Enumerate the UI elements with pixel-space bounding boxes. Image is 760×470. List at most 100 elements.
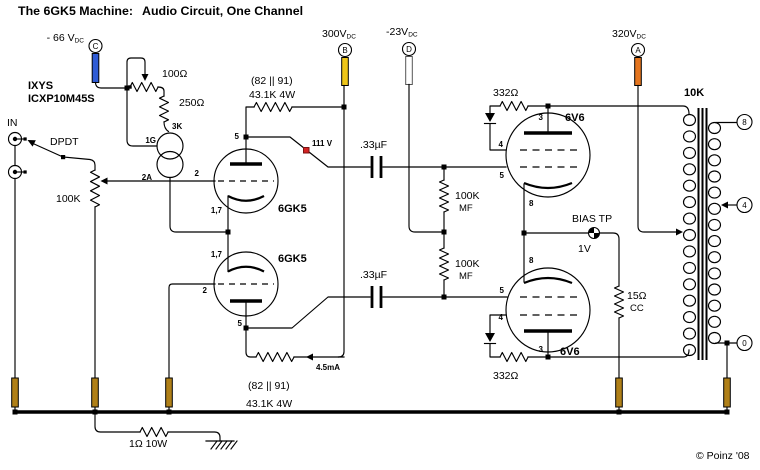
bias-divider: 100K MF 100K MF <box>438 166 480 298</box>
bias-tp-label: BIAS TP <box>572 213 612 225</box>
center-tap-arrow-icon <box>676 228 683 236</box>
cathode-arc <box>523 276 573 285</box>
pin-label: 3 <box>539 113 544 122</box>
secondary-tap-8 <box>736 113 753 131</box>
credit-label: © Poinz '08 <box>696 450 750 462</box>
pin-label: 5 <box>500 286 505 295</box>
grid-resistor <box>438 247 450 281</box>
wire <box>337 84 345 358</box>
trim-pot-label: 100Ω <box>162 68 188 80</box>
tap-0-label: 0 <box>742 339 747 348</box>
output-transformer: 10K 8 4 0 <box>682 87 753 413</box>
wire <box>245 296 371 329</box>
pin-label: 5 <box>235 132 240 141</box>
bias-test-point-icon <box>588 227 594 233</box>
wire <box>637 84 677 233</box>
current-arrow-icon <box>306 353 313 361</box>
grid-resistor-label: 100K <box>455 258 480 270</box>
plate-load-resistor <box>255 351 295 363</box>
plate-load-resistor <box>253 101 293 113</box>
supply-d-terminal: -23VDC D <box>386 26 445 233</box>
cathode-network: BIAS TP 1V 15Ω CC <box>523 183 647 413</box>
wire <box>126 87 158 147</box>
supply-a-bar <box>634 57 642 86</box>
wire <box>168 283 216 413</box>
diode-icon <box>485 333 495 342</box>
device-brand-label: IXYS <box>28 80 53 92</box>
safety-resistor <box>139 426 169 438</box>
rca-jack-bottom-icon <box>7 164 27 180</box>
plate-load-value: 43.1K 4W <box>246 398 292 410</box>
terminal-c <box>88 38 103 54</box>
wire <box>169 176 227 233</box>
screen-resistor-label: 332Ω <box>493 370 519 382</box>
pin-label: 4 <box>499 313 504 322</box>
tube-type-label: 6GK5 <box>278 253 307 265</box>
tap-arrow-icon <box>721 201 728 209</box>
coupling-cap-label: .33µF <box>360 139 387 151</box>
cathode-arc <box>227 265 265 273</box>
volume-pot-label: 100K <box>56 193 81 205</box>
diode-icon <box>485 113 495 122</box>
supply-b-terminal: 300VDC B <box>322 28 356 358</box>
screen-resistor <box>499 351 529 363</box>
junction-dot <box>128 85 132 89</box>
coupling-cap-label: .33µF <box>360 269 387 281</box>
current-source-icon <box>156 132 184 160</box>
supply-b-bar <box>341 57 349 86</box>
output-stage-top: 3 8 5 4 6V6 332Ω <box>483 87 690 208</box>
rca-jack-top-icon <box>7 131 27 147</box>
secondary-winding <box>707 121 722 345</box>
secondary-tap-4 <box>736 196 753 214</box>
driver-stage: 5 5 2 2 1,7 1,7 6GK5 6GK5 (82 || 91) 43.… <box>168 75 508 413</box>
wire <box>157 86 165 97</box>
junction-dots <box>12 85 730 415</box>
pin-1g-label: 1G <box>145 136 156 145</box>
current-label: 4.5mA <box>316 363 340 372</box>
ground-standoff-bar <box>723 377 731 408</box>
cathode-resistor <box>613 285 625 319</box>
tube-type-label: 6GK5 <box>278 203 307 215</box>
input-label: IN <box>7 117 18 129</box>
wire <box>489 314 507 334</box>
test-point-111v-icon <box>303 147 310 154</box>
grid-resistor-type: MF <box>459 203 473 214</box>
supply-a-label: 320VDC <box>612 28 646 41</box>
wire <box>489 343 501 358</box>
plate-load-note: (82 || 91) <box>251 75 293 87</box>
page-title-left: The 6GK5 Machine: <box>18 4 133 18</box>
cathode-arc <box>523 181 573 190</box>
series-resistor-label: 250Ω <box>179 97 205 109</box>
pin-label: 1,7 <box>211 206 223 215</box>
wire <box>547 105 690 115</box>
tap-8-label: 8 <box>742 118 747 127</box>
tube-type-label: 6V6 <box>560 346 580 358</box>
supply-a-terminal: 320VDC A <box>612 28 683 236</box>
grid-resistor-label: 100K <box>455 190 480 202</box>
wire <box>94 81 128 89</box>
earth-ground-icon <box>205 440 238 450</box>
bias-tp-voltage: 1V <box>578 243 591 255</box>
supply-d-bar <box>405 56 413 85</box>
wire <box>489 105 501 114</box>
supply-b-label: 300VDC <box>322 28 356 41</box>
screen-resistor-label: 332Ω <box>493 87 519 99</box>
pin-label: 4 <box>499 140 504 149</box>
primary-winding <box>682 113 697 357</box>
pin-label: 5 <box>238 319 243 328</box>
trim-wiper-arrow-icon <box>141 74 149 81</box>
page-title-right: Audio Circuit, One Channel <box>142 4 303 18</box>
ground-bus-section: 1Ω 10W <box>11 377 731 450</box>
wire <box>489 123 507 151</box>
bias-test-point-icon <box>594 233 600 239</box>
device-part-label: ICXP10M45S <box>28 93 95 105</box>
screen-resistor <box>499 100 529 112</box>
wire <box>245 106 255 138</box>
test-point-111v-label: 111 V <box>312 139 333 148</box>
terminal-b <box>337 42 353 58</box>
terminal-d-letter: D <box>406 45 412 54</box>
supply-d-label: -23VDC <box>386 26 418 39</box>
cathode-arc <box>227 195 265 202</box>
